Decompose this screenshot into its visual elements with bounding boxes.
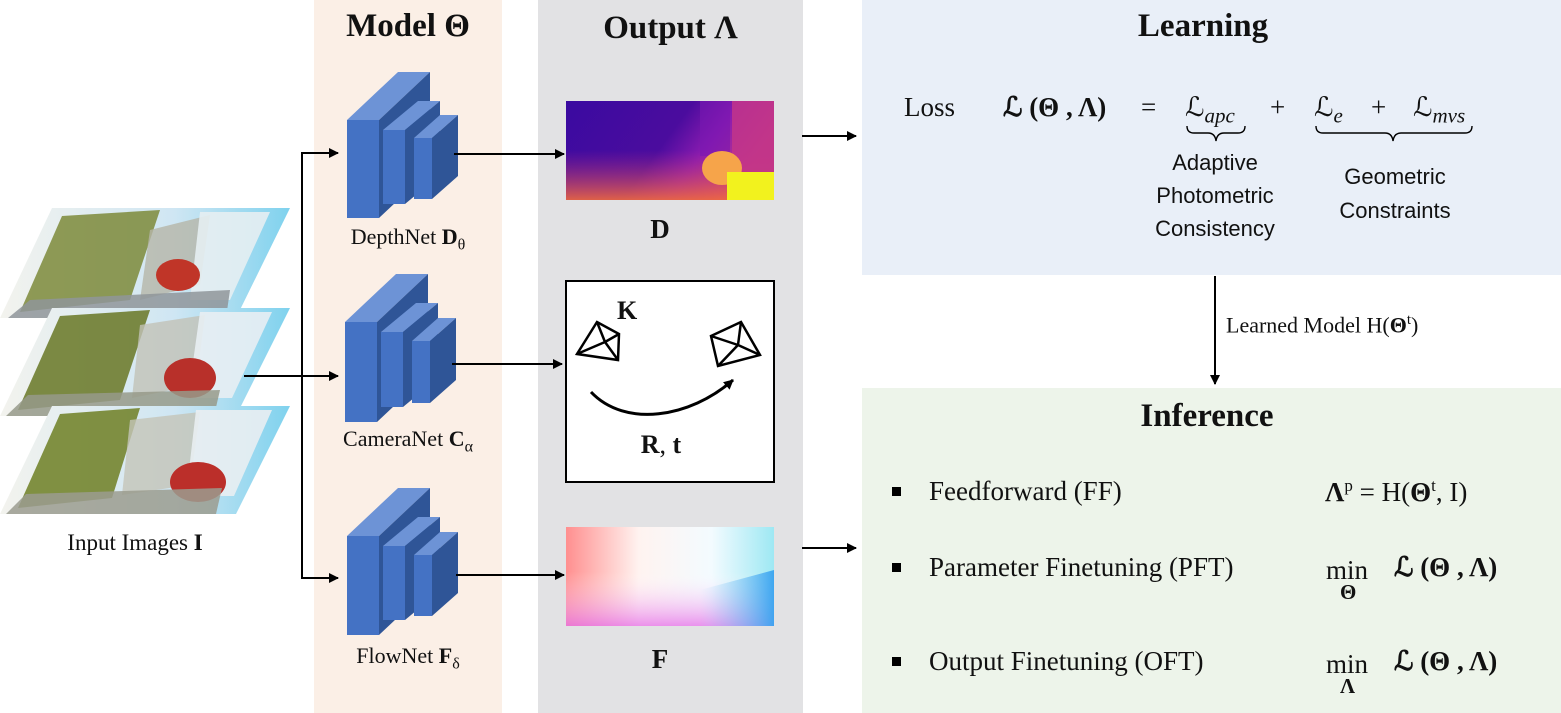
input-image-2 [0, 308, 290, 416]
learned-model-label: Learned Model H(Θt) [1226, 312, 1418, 338]
network-output-arrows [452, 149, 565, 580]
brace1-line-2: Photometric [1156, 183, 1274, 208]
inference-panel [862, 388, 1561, 713]
loss-equals: = [1141, 92, 1157, 122]
inference-oft-var: Λ [1340, 674, 1356, 698]
inference-pft-min: min [1326, 555, 1369, 585]
flow-label: F [651, 644, 669, 674]
inference-pft-formula: ℒ (Θ , Λ) [1394, 552, 1498, 582]
brace2-line-1: Geometric [1344, 164, 1446, 189]
loss-term-e-sub: e [1333, 103, 1343, 128]
brace1-line-3: Consistency [1155, 216, 1275, 241]
learned-model-theta: Θ [1389, 312, 1407, 338]
loss-braces [1186, 125, 1473, 142]
flownet-label: FlowNet Fδ [314, 643, 502, 673]
loss-term-e: ℒe [1314, 92, 1343, 128]
input-image-3 [0, 406, 290, 514]
pose-separator: , [659, 430, 673, 459]
output-title: Output Λ [603, 10, 738, 46]
learned-model-close: ) [1411, 312, 1419, 338]
depth-map [566, 101, 774, 200]
bullet-ff-icon [892, 487, 901, 496]
loss-term-apc-symbol: ℒ [1185, 92, 1205, 122]
inference-oft-min: min [1326, 649, 1369, 679]
depth-label: D [650, 214, 670, 244]
rotation-symbol: R [640, 430, 660, 459]
bullet-oft-icon [892, 657, 901, 666]
depthnet-blocks [347, 72, 458, 218]
loss-word: Loss [904, 92, 956, 122]
depthnet-label: DepthNet Dθ [314, 224, 502, 254]
translation-symbol: t [672, 430, 682, 459]
loss-plus-2: + [1371, 92, 1387, 122]
learning-panel [862, 0, 1561, 275]
flownet-sub: δ [452, 655, 460, 673]
output-panel-arrows [802, 131, 1220, 553]
depthnet-sub: θ [457, 236, 466, 254]
loss-lhs: ℒ (Θ , Λ) [1003, 92, 1107, 122]
inference-item-ff: Feedforward (FF) [929, 476, 1122, 506]
inference-item-oft: Output Finetuning (OFT) [929, 646, 1204, 676]
camera-motion-arrow [589, 378, 734, 416]
cameranet-symbol: C [448, 426, 465, 451]
camera-frustum-left-icon [574, 320, 621, 362]
learned-model-sup: t [1406, 312, 1412, 328]
cameranet-name: CameraNet [343, 426, 449, 451]
loss-term-e-symbol: ℒ [1314, 92, 1334, 122]
loss-term-apc: ℒapc [1185, 92, 1235, 128]
brace-label-adaptive: Adaptive Photometric Consistency [1125, 146, 1305, 245]
loss-term-mvs-sub: mvs [1432, 103, 1466, 128]
input-images-label: Input Images I [0, 530, 270, 556]
input-images-text: Input Images [67, 530, 194, 555]
inference-oft-formula: ℒ (Θ , Λ) [1394, 646, 1498, 676]
brace1-line-1: Adaptive [1172, 150, 1258, 175]
model-title: Model Θ [346, 8, 470, 44]
cameranet-sub: α [464, 438, 473, 456]
loss-plus-1: + [1270, 92, 1286, 122]
inference-item-pft: Parameter Finetuning (PFT) [929, 552, 1234, 582]
input-image-1 [0, 208, 290, 318]
cameranet-blocks [345, 274, 456, 422]
bullet-pft-icon [892, 563, 901, 572]
learning-title: Learning [1137, 8, 1269, 44]
flownet-name: FlowNet [356, 643, 439, 668]
loss-term-mvs-symbol: ℒ [1413, 92, 1433, 122]
inference-pft-var: Θ [1340, 580, 1357, 604]
brace2-line-2: Constraints [1339, 198, 1451, 223]
learned-model-text: Learned Model H( [1226, 312, 1390, 338]
intrinsics-label: K [617, 296, 638, 325]
inference-title: Inference [1140, 398, 1274, 434]
depthnet-symbol: D [441, 224, 458, 249]
brace-label-geometric: Geometric Constraints [1305, 160, 1485, 228]
input-images-symbol: I [193, 530, 203, 555]
depthnet-name: DepthNet [350, 224, 442, 249]
inference-ff-formula: Λp = H(Θt, I) [1325, 476, 1468, 507]
flownet-symbol: F [438, 643, 453, 668]
pose-label: R, t [566, 430, 756, 460]
camera-box [565, 280, 775, 483]
flownet-blocks [347, 488, 458, 635]
cameranet-label: CameraNet Cα [314, 426, 502, 456]
loss-term-apc-sub: apc [1204, 103, 1235, 128]
loss-term-mvs: ℒmvs [1413, 92, 1465, 128]
flow-map [566, 527, 774, 626]
camera-frustum-right-icon [709, 320, 762, 368]
input-arrows [244, 148, 339, 583]
input-images-stack [0, 208, 290, 514]
